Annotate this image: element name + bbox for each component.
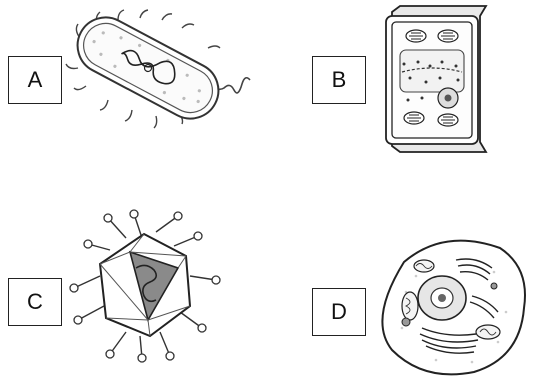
- label-b: B: [332, 67, 347, 93]
- label-box-d: D: [312, 288, 366, 336]
- label-box-a: A: [8, 56, 62, 104]
- label-d: D: [331, 299, 347, 325]
- label-box-c: C: [8, 278, 62, 326]
- bacterium-icon: [58, 8, 248, 128]
- label-c: C: [27, 289, 43, 315]
- label-box-b: B: [312, 56, 366, 104]
- plant-cell-icon: [378, 2, 496, 154]
- label-a: A: [28, 67, 43, 93]
- virus-icon: [66, 208, 224, 366]
- animal-cell-icon: [376, 232, 528, 380]
